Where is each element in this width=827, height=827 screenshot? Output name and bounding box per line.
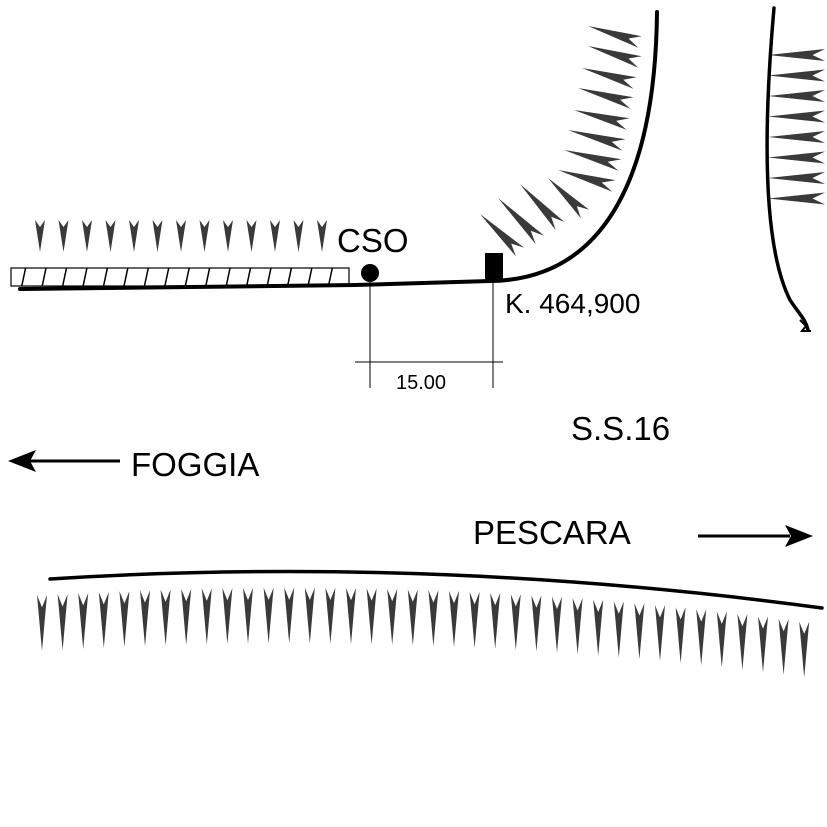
slope-tick [82, 220, 92, 252]
slope-tick [58, 220, 69, 252]
slope-tick [293, 220, 304, 252]
slope-tick [35, 220, 45, 252]
slope-tick [758, 616, 768, 673]
embankment-ticks-top-left [35, 220, 327, 252]
slope-tick [582, 68, 637, 89]
pescara-label: PESCARA [473, 514, 631, 551]
slope-tick [246, 220, 257, 252]
slope-tick [366, 588, 377, 645]
slope-tick [568, 130, 626, 151]
slope-tick [78, 593, 89, 650]
slope-tick [696, 609, 707, 666]
slope-tick [243, 587, 253, 644]
slope-tick [768, 49, 825, 61]
slope-tick [222, 588, 233, 645]
arrow-left-icon [8, 450, 120, 472]
road-label: S.S.16 [571, 410, 670, 447]
slope-tick [574, 110, 630, 130]
slope-tick [799, 621, 810, 678]
slope-tick [778, 618, 789, 675]
bottom-edge-line [48, 569, 824, 610]
cso-label: CSO [337, 222, 409, 259]
slope-tick [510, 594, 521, 651]
circle-marker-icon [361, 264, 379, 282]
slope-tick [768, 69, 825, 82]
slope-tick [223, 220, 233, 252]
slope-tick [768, 172, 825, 184]
slope-tick [716, 611, 727, 668]
km-label: K. 464,900 [505, 288, 640, 319]
slope-tick [655, 605, 665, 662]
slope-tick [768, 110, 825, 123]
slope-tick [768, 192, 825, 205]
slope-tick [564, 150, 622, 171]
embankment-ticks-right [768, 49, 825, 205]
slope-tick [531, 595, 542, 652]
slope-tick [558, 170, 616, 192]
slope-tick [552, 596, 562, 653]
slope-tick [428, 590, 439, 647]
slope-tick [199, 220, 210, 252]
slope-tick [129, 220, 139, 252]
right-edge-end-mark [799, 319, 811, 332]
slope-tick [768, 131, 825, 143]
slope-tick [57, 594, 68, 651]
slope-tick [449, 590, 459, 647]
embankment-ticks-bottom [37, 587, 810, 678]
slope-tick [572, 598, 583, 655]
slope-tick [768, 151, 825, 164]
slope-tick [346, 587, 356, 644]
slope-tick [176, 220, 186, 252]
slope-tick [119, 591, 130, 648]
slope-tick [387, 588, 398, 645]
slope-tick [98, 592, 109, 649]
slope-tick [181, 588, 192, 645]
slope-tick [588, 46, 642, 68]
slope-tick [548, 178, 590, 219]
slope-tick [737, 613, 748, 670]
square-marker-icon [485, 253, 503, 280]
slope-tick [675, 607, 686, 664]
slope-tick [140, 590, 150, 647]
slope-tick [407, 589, 418, 646]
slope-tick [578, 88, 634, 109]
slope-tick [498, 198, 545, 245]
slope-tick [325, 587, 336, 644]
slope-tick [593, 599, 604, 656]
slope-tick [270, 220, 280, 252]
slope-tick [105, 220, 116, 252]
slope-tick [520, 184, 565, 231]
slope-tick [152, 220, 163, 252]
road-edge-line [18, 10, 659, 291]
slope-tick [160, 589, 171, 646]
slope-tick [469, 591, 480, 648]
slope-tick [634, 603, 645, 660]
slope-tick [588, 26, 642, 48]
embankment-ticks-curve [480, 26, 642, 257]
slope-tick [284, 587, 295, 644]
slope-tick [317, 220, 327, 252]
dimension-line [355, 282, 503, 388]
slope-tick [263, 587, 274, 644]
slope-tick [201, 588, 212, 645]
slope-tick [768, 90, 825, 102]
right-edge-line [765, 6, 810, 332]
arrow-right-icon [698, 525, 813, 547]
dimension-label: 15.00 [396, 372, 446, 394]
slope-tick [480, 214, 525, 257]
slope-tick [490, 592, 501, 649]
hatched-structure [10, 267, 350, 287]
foggia-label: FOGGIA [131, 446, 259, 483]
slope-tick [304, 587, 315, 644]
slope-tick [37, 595, 47, 651]
slope-tick [613, 601, 624, 658]
